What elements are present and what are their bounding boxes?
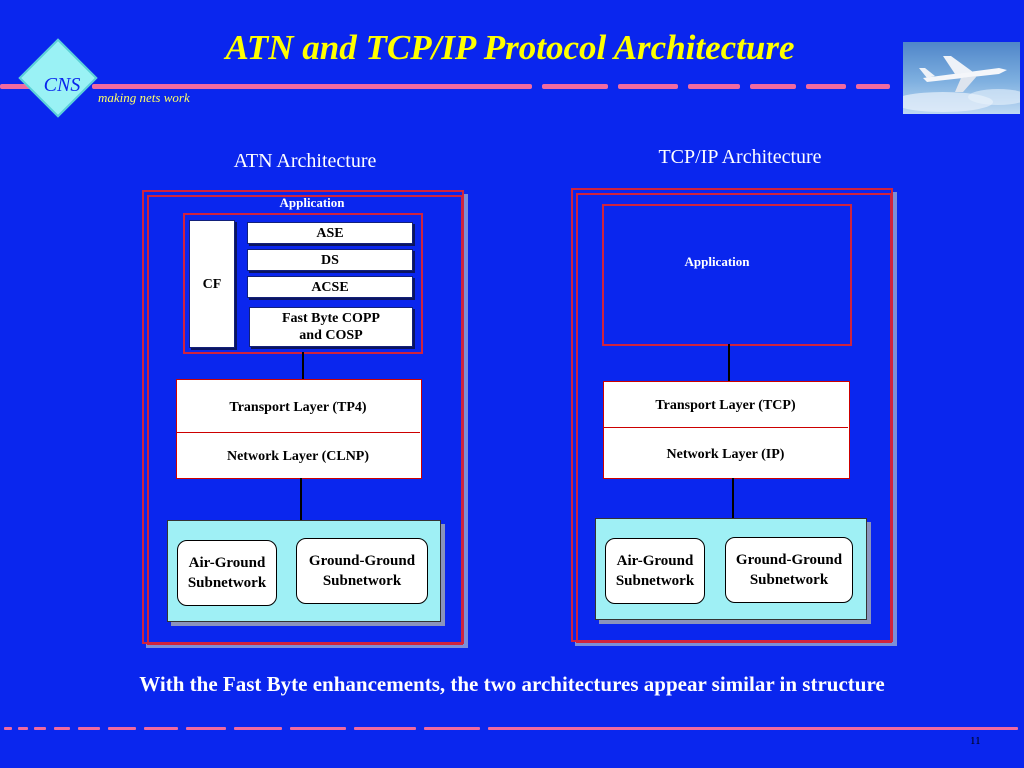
atn-connector-upper: [302, 352, 304, 382]
bottom-rule-segment: [4, 727, 12, 730]
summary-text: With the Fast Byte enhancements, the two…: [139, 672, 885, 696]
tcpip-transport-network-box: [603, 381, 850, 479]
ds-box: DS: [247, 249, 413, 271]
top-rule-segment: [618, 84, 678, 89]
atn-connector-lower: [300, 478, 302, 520]
tcpip-air-ground-box: Air-Ground Subnetwork: [605, 538, 705, 604]
logo-tagline: making nets work: [98, 90, 190, 105]
tcpip-inner-frame: [576, 193, 892, 643]
tcpip-air-ground-label: Air-Ground Subnetwork: [615, 553, 695, 589]
top-rule-segment: [0, 84, 32, 89]
atn-air-ground-label: Air-Ground Subnetwork: [187, 555, 267, 591]
top-rule-segment: [688, 84, 740, 89]
bottom-rule-segment: [424, 727, 480, 730]
airplane-icon: [893, 56, 1024, 112]
top-rule-segment: [542, 84, 608, 89]
tcpip-application-label: Application: [684, 254, 750, 269]
fast-byte-label: Fast Byte COPP and COSP: [282, 311, 380, 343]
ase-label: ASE: [316, 225, 344, 241]
page-number: 11: [970, 735, 981, 747]
atn-ground-ground-box: Ground-Ground Subnetwork: [296, 538, 428, 604]
airplane-image: [893, 42, 1024, 114]
top-rule-segment: [806, 84, 846, 89]
bottom-rule-segment: [186, 727, 226, 730]
bottom-rule-segment: [354, 727, 416, 730]
atn-inner-frame: [147, 195, 463, 645]
atn-network-label: Network Layer (CLNP): [226, 449, 370, 464]
tcpip-layer-divider: [604, 427, 848, 428]
ds-label: DS: [321, 252, 339, 268]
tcpip-connector-lower: [732, 478, 734, 518]
top-rule-segment: [856, 84, 890, 89]
cf-box: CF: [189, 220, 235, 348]
bottom-rule-segment: [54, 727, 70, 730]
atn-layer-divider: [177, 432, 420, 433]
bottom-rule-segment: [234, 727, 282, 730]
atn-ground-ground-label: Ground-Ground Subnetwork: [308, 553, 416, 589]
bottom-rule-segment: [78, 727, 100, 730]
tcpip-heading: TCP/IP Architecture: [658, 146, 822, 168]
bottom-rule-segment: [488, 727, 1018, 730]
fast-byte-box: Fast Byte COPP and COSP: [249, 307, 413, 347]
tcpip-ground-ground-label: Ground-Ground Subnetwork: [735, 552, 843, 588]
atn-heading: ATN Architecture: [233, 150, 377, 172]
bottom-rule-segment: [34, 727, 46, 730]
tcpip-transport-label: Transport Layer (TCP): [655, 398, 796, 413]
atn-air-ground-box: Air-Ground Subnetwork: [177, 540, 277, 606]
top-rule-segment: [750, 84, 796, 89]
bottom-rule-segment: [18, 727, 28, 730]
atn-transport-network-box: [176, 379, 422, 479]
acse-label: ACSE: [311, 279, 349, 295]
tcpip-application-frame: [602, 204, 852, 346]
logo-text: CNS: [43, 74, 81, 96]
tcpip-ground-ground-box: Ground-Ground Subnetwork: [725, 537, 853, 603]
bottom-rule-segment: [108, 727, 136, 730]
tcpip-network-label: Network Layer (IP): [666, 447, 785, 462]
atn-transport-label: Transport Layer (TP4): [229, 400, 367, 415]
top-rule-segment: [92, 84, 532, 89]
ase-box: ASE: [247, 222, 413, 244]
atn-application-label: Application: [279, 195, 345, 210]
acse-box: ACSE: [247, 276, 413, 298]
bottom-rule-segment: [144, 727, 178, 730]
tcpip-connector-upper: [728, 344, 730, 382]
cf-label: CF: [202, 276, 222, 292]
bottom-rule-segment: [290, 727, 346, 730]
slide-title: ATN and TCP/IP Protocol Architecture: [225, 28, 795, 67]
